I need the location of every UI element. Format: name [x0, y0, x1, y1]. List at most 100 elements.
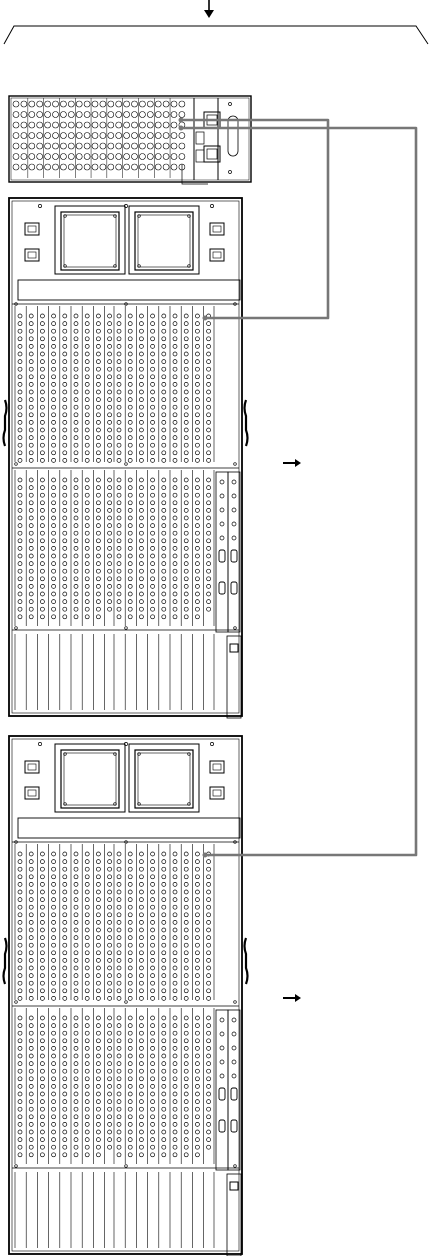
bnc-connector	[173, 936, 177, 940]
control-card	[216, 472, 228, 632]
bnc-connector	[108, 1107, 112, 1111]
bnc-connector	[85, 852, 89, 856]
bnc-connector	[139, 989, 143, 993]
bnc-connector	[18, 592, 22, 596]
bnc-connector	[207, 867, 211, 871]
bnc-connector	[207, 928, 211, 932]
bnc-connector	[29, 1122, 33, 1126]
bnc-connector	[18, 344, 22, 348]
bnc-connector	[207, 607, 211, 611]
bnc-connector	[162, 966, 166, 970]
bnc-connector	[63, 1100, 67, 1104]
bnc-connector	[29, 860, 33, 864]
bnc-connector	[184, 1130, 188, 1134]
bnc-connector	[117, 524, 121, 528]
bnc-connector	[184, 382, 188, 386]
bnc-connector	[139, 413, 143, 417]
bnc-connector	[173, 1031, 177, 1035]
bnc-connector	[85, 875, 89, 879]
bnc-connector	[63, 1115, 67, 1119]
bnc-connector	[184, 882, 188, 886]
bnc-connector	[96, 486, 100, 490]
bnc-connector	[117, 936, 121, 940]
bnc-connector	[21, 133, 27, 139]
bnc-connector	[195, 584, 199, 588]
fan-grille	[138, 215, 190, 267]
bnc-connector	[74, 367, 78, 371]
bnc-connector	[173, 584, 177, 588]
bnc-connector	[18, 352, 22, 356]
bnc-connector	[207, 981, 211, 985]
bnc-connector	[76, 112, 82, 118]
bnc-connector	[74, 360, 78, 364]
bnc-connector	[74, 428, 78, 432]
bnc-connector	[117, 398, 121, 402]
bnc-connector	[207, 367, 211, 371]
bnc-connector	[117, 867, 121, 871]
bnc-connector	[151, 569, 155, 573]
bnc-connector	[18, 607, 22, 611]
bnc-connector	[117, 322, 121, 326]
bnc-connector	[132, 143, 138, 149]
bnc-connector	[162, 1031, 166, 1035]
bnc-connector	[63, 905, 67, 909]
dsub-port	[231, 1088, 237, 1100]
bnc-connector	[151, 322, 155, 326]
bnc-connector	[151, 314, 155, 318]
bnc-connector	[139, 554, 143, 558]
bnc-connector	[63, 352, 67, 356]
bnc-connector	[195, 1138, 199, 1142]
bnc-connector	[18, 966, 22, 970]
bnc-connector	[184, 920, 188, 924]
bnc-connector	[139, 615, 143, 619]
bnc-connector	[195, 1046, 199, 1050]
bnc-connector	[117, 420, 121, 424]
led-indicator	[220, 508, 224, 512]
bnc-connector	[40, 1122, 44, 1126]
bnc-connector	[63, 615, 67, 619]
bnc-connector	[74, 860, 78, 864]
bnc-connector	[29, 164, 35, 170]
bnc-connector	[18, 936, 22, 940]
bnc-connector	[184, 852, 188, 856]
side-connector-pin	[28, 764, 36, 770]
bnc-connector	[184, 996, 188, 1000]
bnc-connector	[18, 920, 22, 924]
bnc-connector	[108, 539, 112, 543]
bnc-connector	[92, 154, 98, 160]
bnc-connector	[74, 337, 78, 341]
bnc-connector	[108, 314, 112, 318]
bnc-connector	[40, 436, 44, 440]
bnc-connector	[63, 958, 67, 962]
bnc-connector	[18, 516, 22, 520]
bnc-connector	[40, 1138, 44, 1142]
bnc-connector	[63, 1107, 67, 1111]
bnc-connector	[195, 1100, 199, 1104]
bnc-connector	[117, 1069, 121, 1073]
bnc-connector	[85, 936, 89, 940]
bnc-connector	[128, 1145, 132, 1149]
bnc-connector	[85, 1077, 89, 1081]
bnc-connector	[108, 133, 114, 139]
bnc-connector	[128, 882, 132, 886]
bnc-connector	[40, 1107, 44, 1111]
bnc-connector	[40, 890, 44, 894]
bnc-connector	[52, 600, 56, 604]
bnc-connector	[52, 989, 56, 993]
bnc-connector	[52, 508, 56, 512]
bnc-connector	[85, 413, 89, 417]
bnc-connector	[117, 577, 121, 581]
bnc-connector	[18, 1039, 22, 1043]
bnc-connector	[132, 112, 138, 118]
bnc-connector	[40, 562, 44, 566]
bnc-connector	[139, 524, 143, 528]
bnc-connector	[85, 360, 89, 364]
bnc-connector	[63, 420, 67, 424]
bnc-connector	[18, 337, 22, 341]
bnc-connector	[74, 981, 78, 985]
bnc-connector	[18, 478, 22, 482]
chassis-2	[4, 736, 248, 1256]
bnc-connector	[108, 443, 112, 447]
bnc-connector	[128, 905, 132, 909]
bnc-connector	[195, 1115, 199, 1119]
